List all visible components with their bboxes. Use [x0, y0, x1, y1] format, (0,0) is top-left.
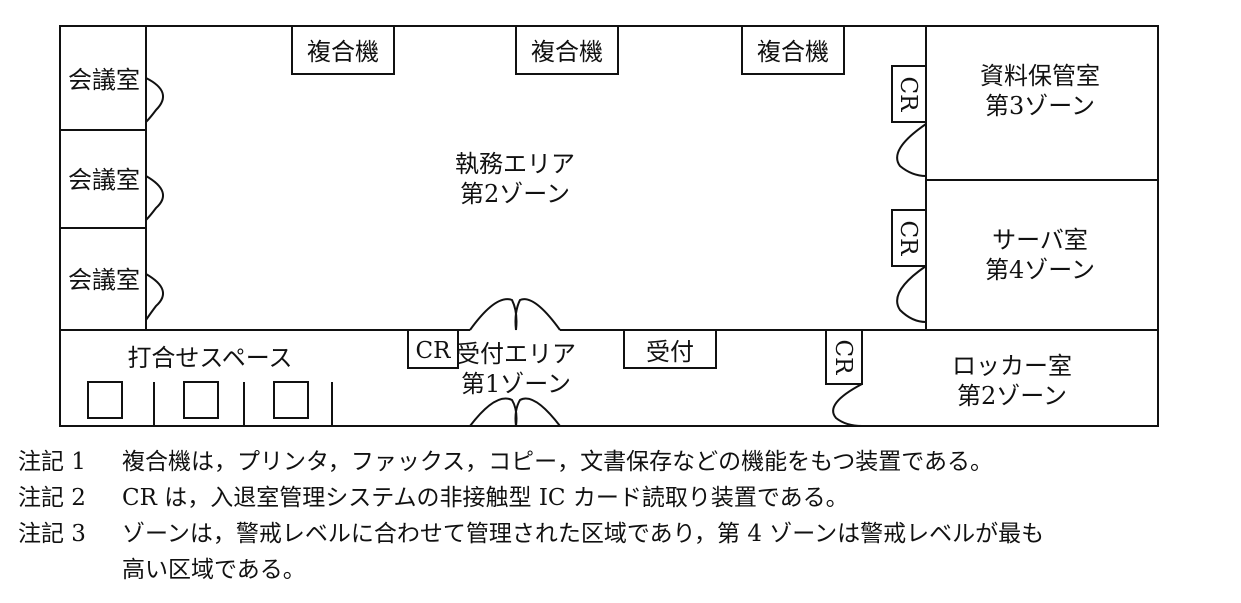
note-2-label: 注記 2	[18, 485, 86, 511]
label-server-zone: 第4ゾーン	[985, 256, 1095, 284]
label-reception-zone: 第1ゾーン	[461, 370, 571, 398]
label-server-room: サーバ室	[992, 226, 1088, 254]
meeting-table-1	[87, 381, 123, 419]
door-meeting-3	[145, 273, 165, 321]
note-1: 注記 1 複合機は，プリンタ，ファックス，コピー，文書保存などの機能をもつ装置で…	[18, 444, 1233, 480]
mfp-box-1	[291, 25, 395, 75]
note-3: 注記 3 ゾーンは，警戒レベルに合わせて管理された区域であり，第 4 ゾーンは警…	[18, 516, 1233, 552]
label-meeting-room-3: 会議室	[68, 266, 140, 294]
label-mfp-2: 複合機	[531, 38, 603, 66]
label-mfp-1: 複合機	[307, 38, 379, 66]
cr-box-server	[891, 209, 927, 267]
notes: 注記 1 複合機は，プリンタ，ファックス，コピー，文書保存などの機能をもつ装置で…	[18, 444, 1233, 588]
mfp-box-2	[515, 25, 619, 75]
note-3-continuation: 高い区域である。	[122, 557, 306, 583]
door-entrance-right	[514, 397, 561, 427]
door-meeting-2	[145, 175, 165, 221]
door-office-left	[469, 298, 518, 331]
label-work-area-zone: 第2ゾーン	[460, 180, 570, 208]
door-server	[896, 265, 927, 323]
cr-box-reception	[407, 329, 459, 369]
door-archive	[896, 123, 927, 177]
label-cr-archive: CR	[895, 77, 921, 113]
label-meeting-room-1: 会議室	[68, 66, 140, 94]
floor-plan: 会議室 会議室 会議室 複合機 複合機 複合機 執務エリア 第2ゾーン 資料保管…	[59, 25, 1159, 427]
label-reception-desk: 受付	[646, 338, 694, 366]
cr-box-locker	[825, 329, 863, 385]
note-1-text: 複合機は，プリンタ，ファックス，コピー，文書保存などの機能をもつ装置である。	[122, 449, 994, 475]
label-locker-zone: 第2ゾーン	[957, 382, 1067, 410]
label-cr-locker: CR	[830, 340, 856, 376]
label-meeting-space: 打合せスペース	[127, 344, 292, 372]
label-reception-area: 受付エリア	[456, 340, 576, 368]
reception-desk-box	[623, 329, 717, 369]
label-archive-zone: 第3ゾーン	[985, 92, 1095, 120]
label-locker-room: ロッカー室	[952, 352, 1072, 380]
label-work-area: 執務エリア	[455, 150, 575, 178]
cr-box-archive	[891, 65, 927, 123]
label-mfp-3: 複合機	[757, 38, 829, 66]
meeting-table-2	[183, 381, 219, 419]
note-3-text: ゾーンは，警戒レベルに合わせて管理された区域であり，第 4 ゾーンは警戒レベルが…	[122, 521, 1045, 547]
door-office-right	[514, 298, 561, 331]
meeting-table-3	[273, 381, 309, 419]
mfp-box-3	[741, 25, 845, 75]
door-entrance-left	[469, 397, 518, 427]
label-cr-server: CR	[895, 221, 921, 257]
label-meeting-room-2: 会議室	[68, 166, 140, 194]
label-cr-reception: CR	[416, 338, 452, 364]
door-locker	[832, 383, 863, 427]
label-archive: 資料保管室	[980, 62, 1100, 90]
door-meeting-1	[145, 77, 165, 123]
note-1-label: 注記 1	[18, 449, 86, 475]
note-2-text: CR は，入退室管理システムの非接触型 IC カード読取り装置である。	[122, 485, 849, 511]
note-2: 注記 2 CR は，入退室管理システムの非接触型 IC カード読取り装置である。	[18, 480, 1233, 516]
note-3-label: 注記 3	[18, 521, 86, 547]
